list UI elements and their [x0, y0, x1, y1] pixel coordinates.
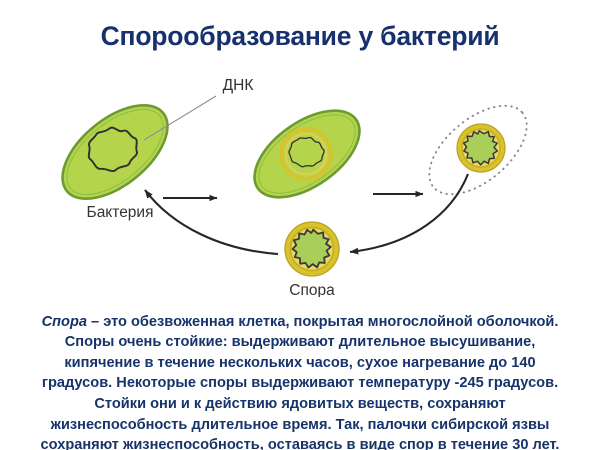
spore-coat-inner-ring	[284, 132, 328, 176]
stage-lysing-cell	[428, 104, 528, 196]
diagram-canvas: ДНК Бактерия Спора	[61, 77, 528, 297]
forespore-cell-body	[253, 109, 361, 199]
caption-lead-term: Спора	[41, 313, 87, 330]
dna-leader-line	[143, 95, 217, 141]
stage-free-spore	[284, 221, 340, 277]
arrow-spore-to-bacteria	[144, 189, 279, 256]
spore-label: Спора	[289, 282, 335, 297]
bacteria-label: Бактерия	[87, 204, 154, 221]
dna-label: ДНК	[223, 77, 254, 94]
lysing-cell-dotted-outline	[428, 104, 528, 196]
arrow-stage3-to-spore	[349, 173, 469, 255]
forespore-inner-membrane	[258, 114, 356, 194]
bacterium-cell-body	[61, 104, 169, 200]
page-title: Спорообразование у бактерий	[100, 21, 500, 51]
sporulation-diagram: ДНК Бактерия Спора	[0, 62, 600, 297]
spore-coat-outer-ring	[279, 127, 333, 181]
caption-paragraph: Спора – это обезвоженная клетка, покрыта…	[28, 312, 572, 450]
caption-body-text: – это обезвоженная клетка, покрытая мног…	[40, 313, 560, 450]
stage-vegetative-cell	[61, 104, 169, 200]
stage-forespore-cell	[253, 109, 361, 199]
bacterium-inner-membrane	[66, 108, 164, 196]
